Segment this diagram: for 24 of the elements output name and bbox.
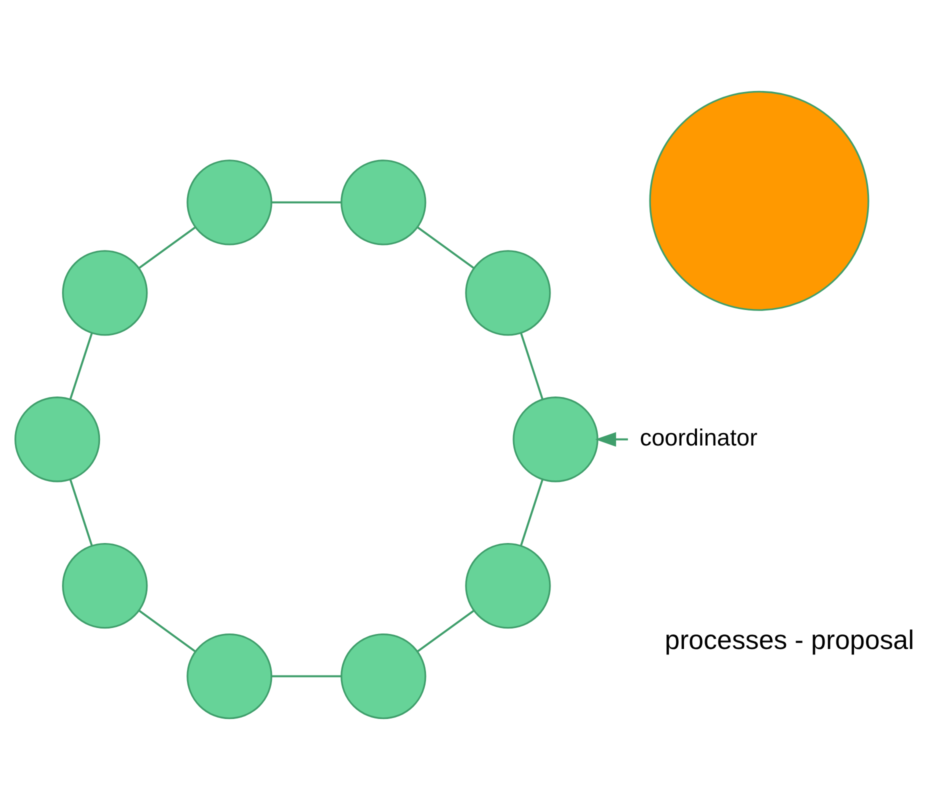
node-circle <box>512 396 598 482</box>
node-circle <box>62 542 148 629</box>
connector <box>520 479 544 546</box>
connector <box>271 675 342 678</box>
node-circle <box>62 250 148 336</box>
node-circle <box>14 396 100 482</box>
connector <box>138 610 196 652</box>
node-circle <box>649 90 870 311</box>
node-text: coordinator <box>640 424 758 451</box>
connector <box>138 226 196 270</box>
connector <box>416 610 475 652</box>
connector <box>520 332 544 400</box>
connector <box>272 201 342 204</box>
node-circle <box>186 160 272 246</box>
connector <box>416 226 475 270</box>
node-circle <box>465 250 551 336</box>
connector <box>69 479 93 546</box>
label: processes - proposal <box>664 624 914 655</box>
connector <box>69 332 93 400</box>
arrow <box>595 432 628 447</box>
node-circle <box>340 633 426 720</box>
node-circle <box>465 542 551 629</box>
node-circle <box>186 633 272 720</box>
node-circle <box>340 160 426 246</box>
